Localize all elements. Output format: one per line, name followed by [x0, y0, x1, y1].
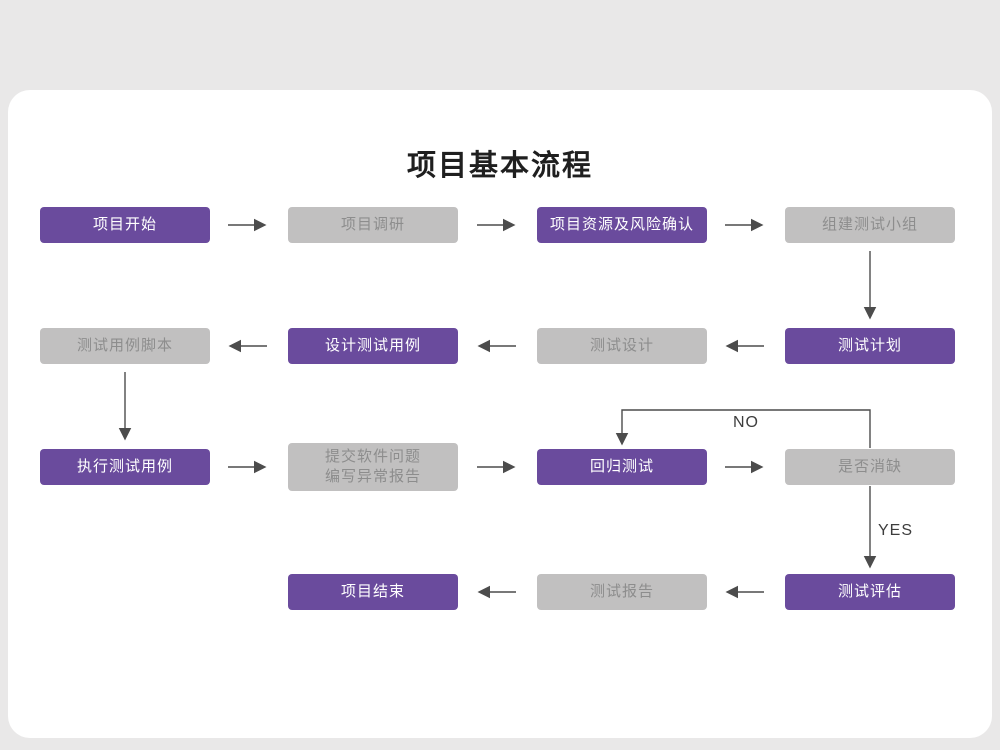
node-test-design: 测试设计	[537, 328, 707, 364]
edge-label-yes: YES	[878, 522, 914, 539]
flowchart-card	[8, 90, 992, 738]
node-project-research: 项目调研	[288, 207, 458, 243]
node-project-end: 项目结束	[288, 574, 458, 610]
node-regression-test: 回归测试	[537, 449, 707, 485]
node-submit-issues: 提交软件问题 编写异常报告	[288, 443, 458, 491]
node-design-test-case: 设计测试用例	[288, 328, 458, 364]
node-test-report: 测试报告	[537, 574, 707, 610]
node-build-test-team: 组建测试小组	[785, 207, 955, 243]
node-test-case-script: 测试用例脚本	[40, 328, 210, 364]
node-resource-risk: 项目资源及风险确认	[537, 207, 707, 243]
node-defect-cleared: 是否消缺	[785, 449, 955, 485]
node-execute-test-case: 执行测试用例	[40, 449, 210, 485]
edge-label-no: NO	[733, 414, 759, 431]
node-test-evaluation: 测试评估	[785, 574, 955, 610]
node-test-plan: 测试计划	[785, 328, 955, 364]
page-title: 项目基本流程	[406, 150, 593, 182]
node-project-start: 项目开始	[40, 207, 210, 243]
